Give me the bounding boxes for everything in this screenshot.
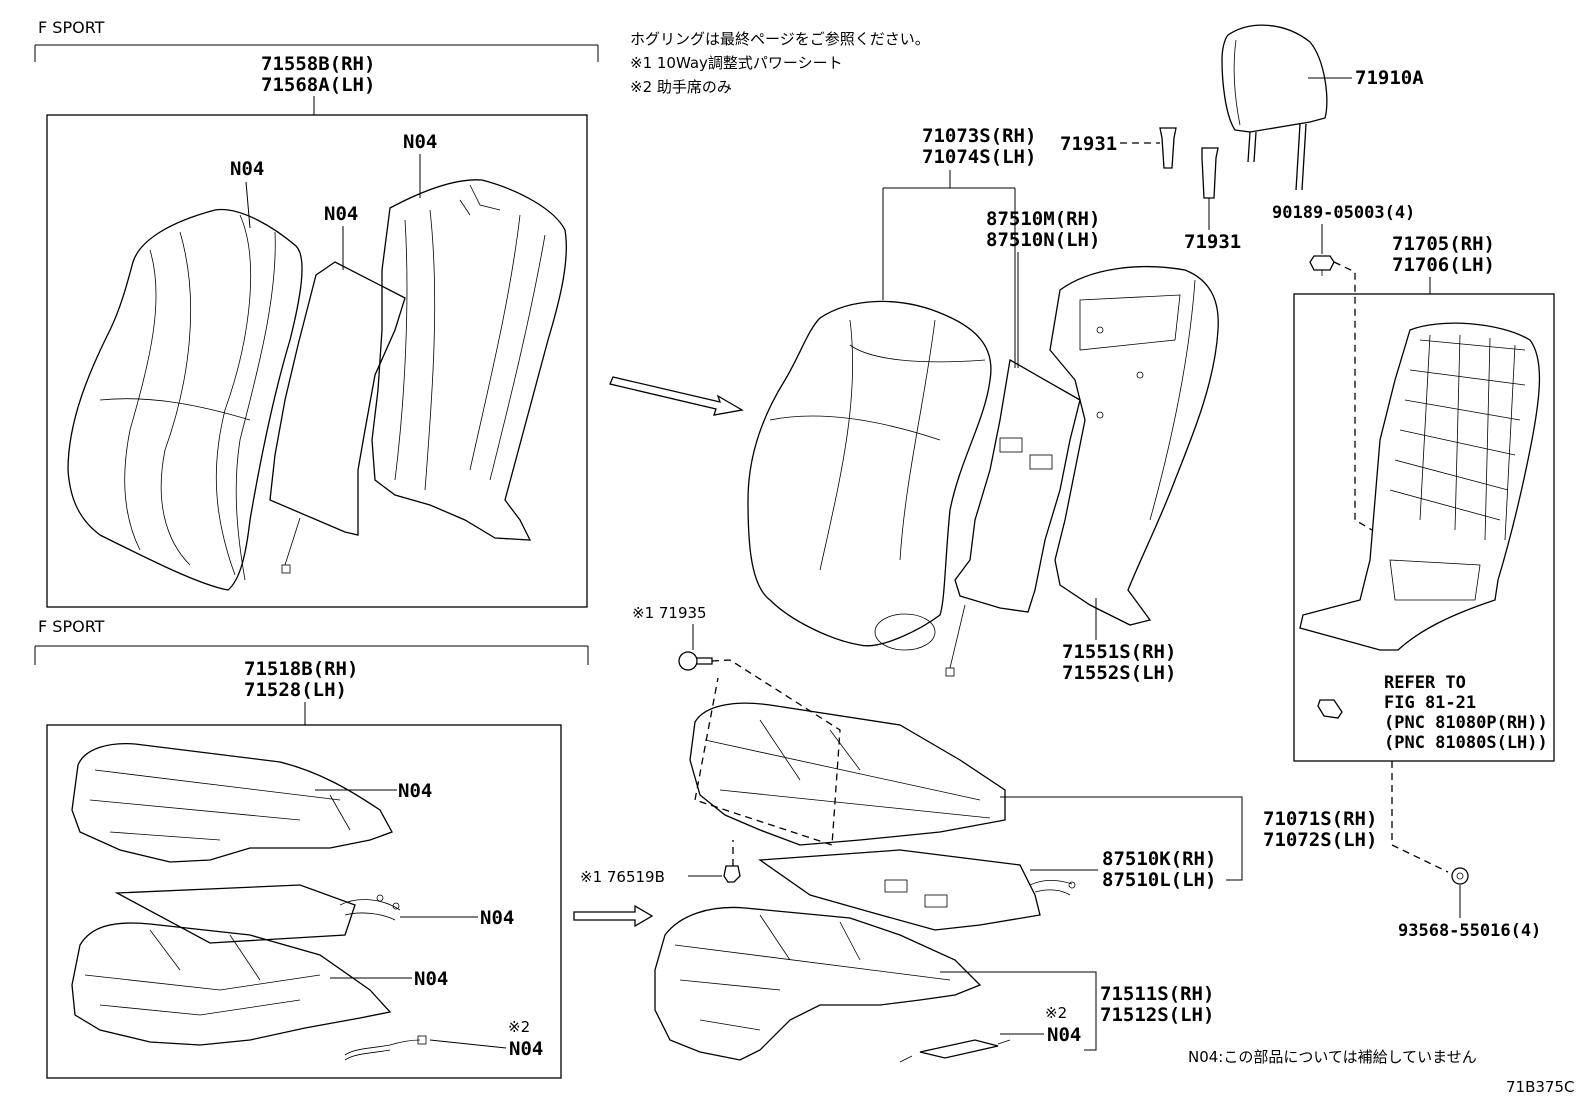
dash-90189-to-frame [1333, 261, 1373, 531]
label-n04-f: N04 [414, 968, 448, 990]
label-71072S: 71072S(LH) [1263, 829, 1377, 851]
leader-71511S [940, 971, 1097, 1051]
cushion-cover-drawing [71, 742, 393, 863]
connector-81080-drawing [1317, 699, 1343, 719]
label-n04-d: N04 [398, 780, 432, 802]
label-71705: 71705(RH) [1392, 233, 1495, 255]
label-71528: 71528(LH) [244, 679, 347, 701]
note-2: ※2 助手席のみ [630, 78, 732, 96]
label-87510N: 87510N(LH) [986, 229, 1100, 251]
cushion-frame-cover-drawing [71, 922, 392, 1046]
bolt-93568-drawing [1451, 867, 1469, 885]
fsport-label-bottom: F SPORT [38, 617, 105, 636]
leader-n04-g [429, 1039, 507, 1049]
fsport-bottom-bracket [34, 645, 589, 665]
label-71558B: 71558B(RH) [261, 53, 375, 75]
seatback-cover-drawing [67, 208, 303, 591]
label-n04-g-mark: ※2 [508, 1018, 530, 1036]
label-n04-c: N04 [403, 131, 437, 153]
screw-90189-drawing [1309, 255, 1335, 276]
label-71071S: 71071S(RH) [1263, 808, 1377, 830]
seatback-rear-drawing [371, 179, 567, 541]
label-refer-4: (PNC 81080S(LH)) [1384, 733, 1548, 753]
seatback-heater-pad-drawing [945, 358, 1081, 677]
label-71551S: 71551S(RH) [1062, 641, 1176, 663]
label-n04-b: N04 [324, 203, 358, 225]
label-n04-a: N04 [230, 158, 264, 180]
arrow-to-cushion [573, 904, 654, 928]
arrow-to-seatback [609, 376, 744, 416]
leader-n04-a [245, 181, 251, 229]
label-87510L: 87510L(LH) [1102, 869, 1216, 891]
fsport-top-bracket [34, 44, 599, 62]
cushion-heater-pad-drawing [758, 849, 1076, 931]
cushion-frame-drawing [654, 906, 982, 1061]
seatback-frame-rear-drawing [1049, 266, 1219, 626]
figure-code: 71B375C [1506, 1078, 1574, 1096]
cushion-assembly-drawing [689, 702, 1006, 846]
label-87510K: 87510K(RH) [1102, 848, 1216, 870]
headrest-drawing [1221, 24, 1328, 191]
label-71931-b: 71931 [1184, 231, 1241, 253]
label-71931-a: 71931 [1060, 133, 1117, 155]
cushion-occupant-sensor-drawing [899, 1039, 1011, 1063]
label-71910A: 71910A [1355, 67, 1424, 89]
seatback-assembly-drawing [747, 300, 992, 651]
dash-71935-region [694, 659, 841, 846]
clip-76519B-drawing [723, 865, 741, 883]
label-n04-h-mark: ※2 [1045, 1004, 1067, 1022]
leader-71073S [882, 170, 1016, 368]
label-refer-2: FIG 81-21 [1384, 693, 1476, 713]
fsport-label-top: F SPORT [38, 18, 105, 37]
label-90189: 90189-05003(4) [1272, 203, 1415, 223]
label-refer-3: (PNC 81080P(RH)) [1384, 713, 1548, 733]
seat-frame-drawing [1299, 322, 1541, 651]
bolt-71935-drawing [678, 651, 713, 671]
label-refer-1: REFER TO [1384, 673, 1466, 693]
dash-frame-to-93568 [1391, 761, 1449, 873]
label-71706: 71706(LH) [1392, 254, 1495, 276]
label-71074S: 71074S(LH) [922, 146, 1036, 168]
label-n04-h: N04 [1047, 1024, 1081, 1046]
cushion-cover-box [46, 724, 562, 1079]
headrest-support-drawing-b [1201, 147, 1219, 199]
label-76519B: ※1 76519B [580, 868, 665, 886]
note-1: ※1 10Way調整式パワーシート [630, 54, 843, 72]
seatback-cover-box [46, 114, 588, 608]
label-71935: ※1 71935 [632, 604, 707, 622]
label-87510M: 87510M(RH) [986, 208, 1100, 230]
label-71518B: 71518B(RH) [244, 658, 358, 680]
label-71552S: 71552S(LH) [1062, 662, 1176, 684]
cushion-sensor-drawing [344, 1035, 427, 1061]
label-71073S: 71073S(RH) [922, 125, 1036, 147]
headrest-support-drawing-a [1159, 127, 1177, 169]
label-n04-g: N04 [509, 1038, 543, 1060]
label-n04-e: N04 [480, 907, 514, 929]
note-n04: N04:この部品については補給していません [1188, 1048, 1477, 1066]
cushion-heater-drawing [114, 884, 401, 944]
label-71511S: 71511S(RH) [1100, 983, 1214, 1005]
seat-frame-box [1293, 293, 1555, 762]
note-horn-ring: ホグリングは最終ページをご参照ください。 [630, 30, 930, 48]
seatback-heater-drawing [269, 261, 406, 574]
label-93568: 93568-55016(4) [1398, 921, 1541, 941]
label-71568A: 71568A(LH) [261, 74, 375, 96]
label-71512S: 71512S(LH) [1100, 1004, 1214, 1026]
leader-71071S [1000, 796, 1243, 881]
